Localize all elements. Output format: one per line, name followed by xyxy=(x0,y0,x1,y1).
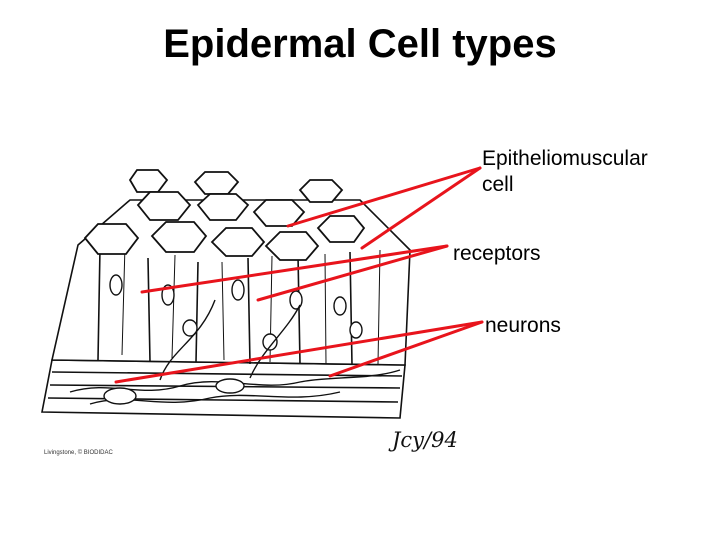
pointer-epitheliomuscular-2 xyxy=(360,166,482,250)
artist-signature: Jcy/94 xyxy=(392,428,458,452)
pointer-receptors-2 xyxy=(256,244,449,302)
hexagon-tops xyxy=(83,169,366,261)
cell-nuclei xyxy=(109,274,363,351)
cell-columns xyxy=(51,199,411,366)
slide-title: Epidermal Cell types xyxy=(163,22,557,66)
pointer-lines xyxy=(114,166,484,384)
label-epitheliomuscular-line1: Epitheliomuscular xyxy=(482,147,648,170)
pointer-neurons-1 xyxy=(114,320,484,384)
label-epitheliomuscular-line2: cell xyxy=(482,173,514,196)
label-neurons: neurons xyxy=(485,314,561,337)
image-credit: Livingstone, © BIODIDAC xyxy=(44,450,113,456)
label-epitheliomuscular-cell: Epitheliomuscular cell xyxy=(482,146,648,198)
label-receptors: receptors xyxy=(453,242,541,265)
pointer-neurons-2 xyxy=(328,320,484,378)
pointer-epitheliomuscular-1 xyxy=(286,166,482,228)
pointer-receptors-1 xyxy=(140,244,449,294)
neuron-processes xyxy=(69,299,401,405)
